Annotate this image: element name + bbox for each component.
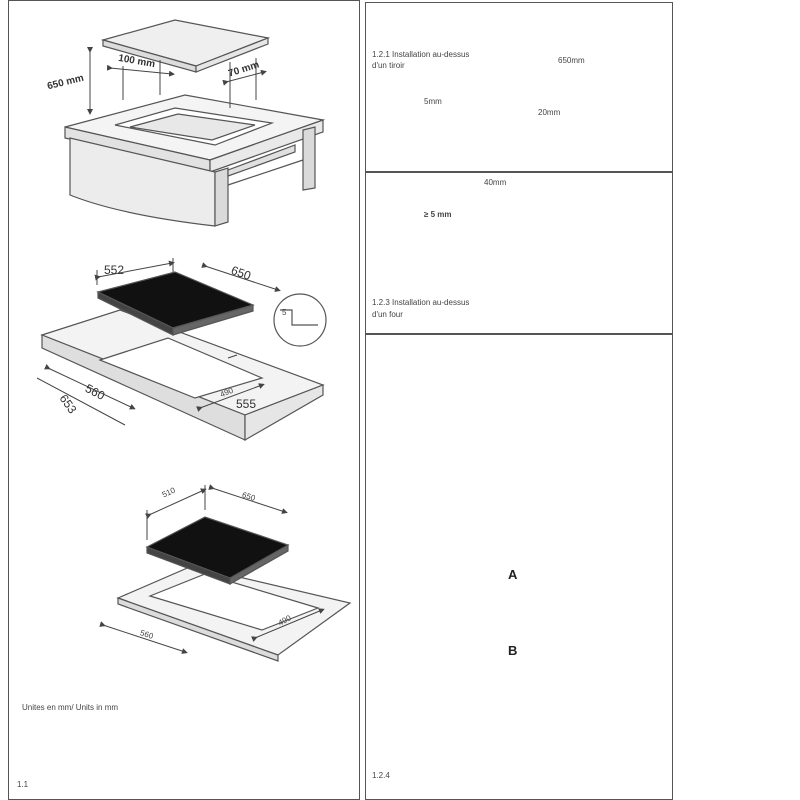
drawer-install-title-2: d'un tiroir bbox=[372, 61, 405, 70]
drawer-dim-20: 20mm bbox=[538, 108, 561, 117]
oven-install-title-2: d'un four bbox=[372, 310, 403, 319]
left-figure-number: 1.1 bbox=[17, 780, 29, 789]
drawer-dim-5: 5mm bbox=[424, 97, 442, 106]
fig1-drawing bbox=[64, 19, 326, 227]
units-note: Unites en mm/ Units in mm bbox=[22, 703, 119, 712]
detail-label-a: A bbox=[508, 567, 518, 582]
fig3-drawing bbox=[116, 516, 352, 662]
drawer-install-panel bbox=[365, 2, 673, 172]
fig2-dim-552: 552 bbox=[104, 263, 125, 277]
oven-install-title-1: 1.2.3 Installation au-dessus bbox=[372, 298, 470, 307]
detail-label-b: B bbox=[508, 643, 518, 658]
right-figure-number: 1.2.4 bbox=[372, 771, 390, 780]
drawer-dim-650: 650mm bbox=[558, 56, 585, 65]
oven-dim-40: 40mm bbox=[484, 178, 507, 187]
fig2-dim-555: 555 bbox=[236, 397, 257, 411]
drawer-install-title-1: 1.2.1 Installation au-dessus bbox=[372, 50, 470, 59]
hob-insertion-panel bbox=[365, 334, 673, 800]
oven-dim-5: ≥ 5 mm bbox=[424, 210, 452, 219]
fig2-dim-5: 5 bbox=[282, 308, 287, 317]
oven-install-panel bbox=[365, 172, 673, 334]
fig2-drawing bbox=[40, 271, 327, 442]
